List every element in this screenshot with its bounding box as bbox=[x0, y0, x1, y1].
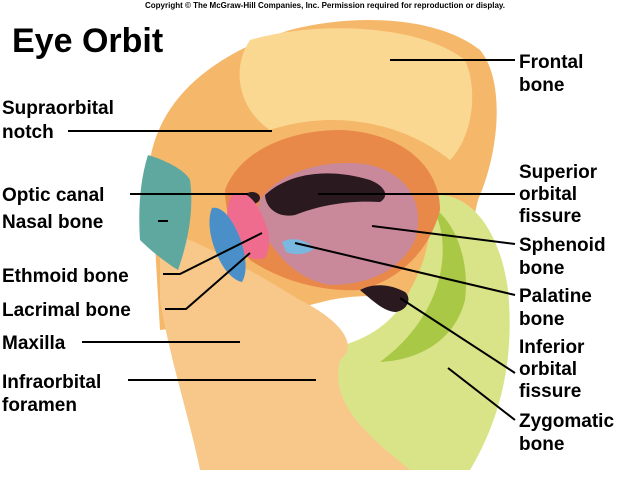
label-ethmoid-bone: Ethmoid bone bbox=[2, 266, 129, 287]
inferior-orbital-fissure-shape bbox=[360, 285, 409, 312]
label-supraorbital-notch: Supraorbital notch bbox=[2, 98, 119, 143]
label-palatine-bone: Palatine bone bbox=[519, 286, 597, 330]
label-lacrimal-bone: Lacrimal bone bbox=[2, 300, 131, 321]
label-infraorbital-foramen: Infraorbital foramen bbox=[2, 372, 107, 416]
label-inferior-orbital-fissure: Inferior orbital fissure bbox=[519, 337, 590, 402]
label-superior-orbital-fissure: Superior orbital fissure bbox=[519, 162, 602, 227]
nasal-bone-shape bbox=[139, 155, 192, 270]
maxilla-shape bbox=[160, 230, 410, 470]
zygomatic-rim-shape bbox=[380, 205, 466, 362]
frontal-highlight-shape bbox=[239, 28, 473, 160]
label-sphenoid-bone: Sphenoid bone bbox=[519, 235, 611, 279]
label-zygomatic-bone: Zygomatic bone bbox=[519, 411, 619, 455]
label-optic-canal: Optic canal bbox=[2, 185, 104, 206]
palatine-bone-shape bbox=[282, 239, 314, 255]
diagram-title: Eye Orbit bbox=[12, 22, 163, 60]
leader-lines bbox=[68, 59, 516, 421]
label-nasal-bone: Nasal bone bbox=[2, 212, 103, 233]
label-frontal-bone: Frontal bone bbox=[519, 52, 589, 96]
label-maxilla: Maxilla bbox=[2, 333, 66, 354]
copyright-notice: Copyright © The McGraw-Hill Companies, I… bbox=[145, 1, 505, 10]
skull-illustration bbox=[139, 19, 510, 470]
